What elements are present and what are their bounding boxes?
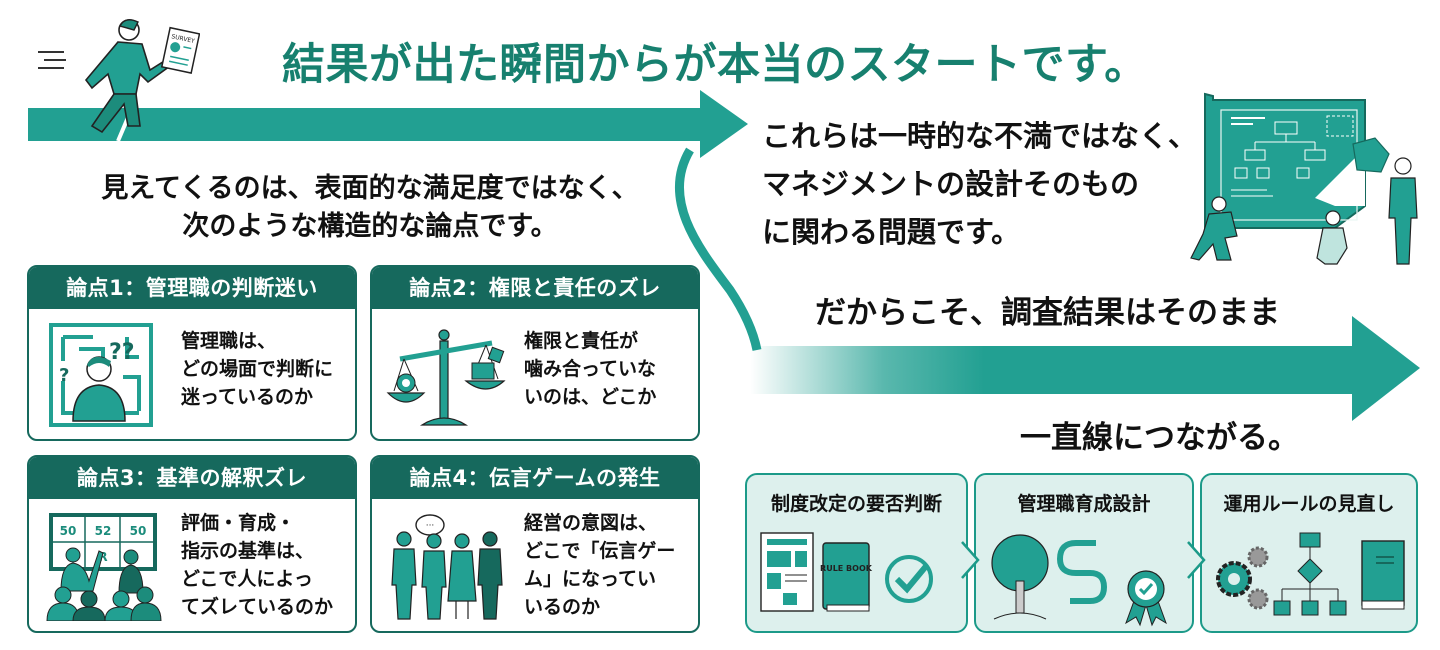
step-2: 管理職育成設計 [974,473,1194,633]
issue-description: 管理職は、 どの場面で判断に 迷っているのか [181,330,334,408]
step-title: 制度改定の要否判断 [770,493,942,515]
tagline-top: だからこそ、調査結果はそのまま [815,295,1280,331]
step-chevron-1 [961,541,980,579]
svg-text:···: ··· [426,521,435,531]
award-badge-icon [1125,570,1167,627]
tree-icon [991,534,1049,620]
survey-label: SURVEY [171,33,196,45]
step-3-icons [1216,532,1405,616]
issue-card-1: 論点1：管理職の判断迷い ?? ? 管理職は、 どの場面で判断に 迷っているのか [27,265,357,441]
tagline-bottom: 一直線につながる。 [1020,420,1299,456]
board-value: 50 [60,524,77,538]
intro-line-1: 見えてくるのは、表面的な満足度ではなく、 [101,173,639,204]
team-repairing-blueprint-icon [1190,92,1418,265]
step-chevron-2 [1187,541,1206,579]
issue-card-3: 論点3：基準の解釈ズレ 50 52 50 R 評価・育成・ 指示の基準は、 どこ… [27,455,357,633]
step-2-icons [991,534,1167,627]
middle-arrow [750,316,1420,421]
winding-path-icon [1056,540,1108,604]
issue-card-2: 論点2：権限と責任のズレ 権限と責任が 噛み合っていな いのは、どこか [370,265,700,441]
svg-text:?: ? [59,365,69,386]
issue-description: 権限と責任が 噛み合っていな いのは、どこか [524,330,657,408]
maze-confused-manager-icon: ?? ? [49,323,153,427]
right-statement: これらは一時的な不満ではなく、 マネジメントの設計そのもの に関わる問題です。 [762,119,1198,249]
issue-description: 評価・育成・ 指示の基準は、 どこで人によっ てズレているのか [181,512,334,618]
top-arrow [28,90,748,158]
issue-description: 経営の意図は、 どこで「伝言ゲー ム」になってい いるのか [524,512,676,618]
step-1: 制度改定の要否判断 RULE BOOK [745,473,968,633]
issue-card-4: 論点4：伝言ゲームの発生 ··· 経営の意図は、 どこで「伝言ゲー ム」になって… [370,455,700,633]
issue-card-header: 論点2：権限と責任のズレ [372,267,698,309]
issue-card-header: 論点3：基準の解釈ズレ [29,457,355,499]
running-businessman-icon: SURVEY [38,19,200,134]
intro-text: 見えてくるのは、表面的な満足度ではなく、 次のような構造的な論点です。 [40,170,700,246]
main-title: 結果が出た瞬間からが本当のスタートです。 [282,40,1148,90]
step-title: 管理職育成設計 [1017,493,1151,515]
step-3: 運用ルールの見直し [1200,473,1418,633]
board-value: 50 [130,524,147,538]
document-icon [760,532,814,612]
issue-card-header: 論点4：伝言ゲームの発生 [372,457,698,499]
whispering-people-icon: ··· [391,514,503,620]
svg-text:??: ?? [109,340,135,365]
board-value: 52 [95,524,112,538]
issue-card-header: 論点1：管理職の判断迷い [29,267,355,309]
gears-icon [1216,546,1269,610]
flowchart-icon [1273,532,1347,616]
balance-scale-icon [386,329,506,426]
board-value: R [98,550,107,564]
scoreboard-meeting-icon: 50 52 50 R [46,513,162,621]
intro-line-2: 次のような構造的な論点です。 [182,211,558,242]
curve-connector [675,147,762,351]
step-title: 運用ルールの見直し [1223,493,1395,515]
rule-book-label: RULE BOOK [820,564,873,573]
step-1-icons: RULE BOOK [760,532,933,612]
book-icon [1361,540,1405,610]
rule-book-icon: RULE BOOK [820,542,873,612]
checkmark-circle-icon [885,555,933,603]
